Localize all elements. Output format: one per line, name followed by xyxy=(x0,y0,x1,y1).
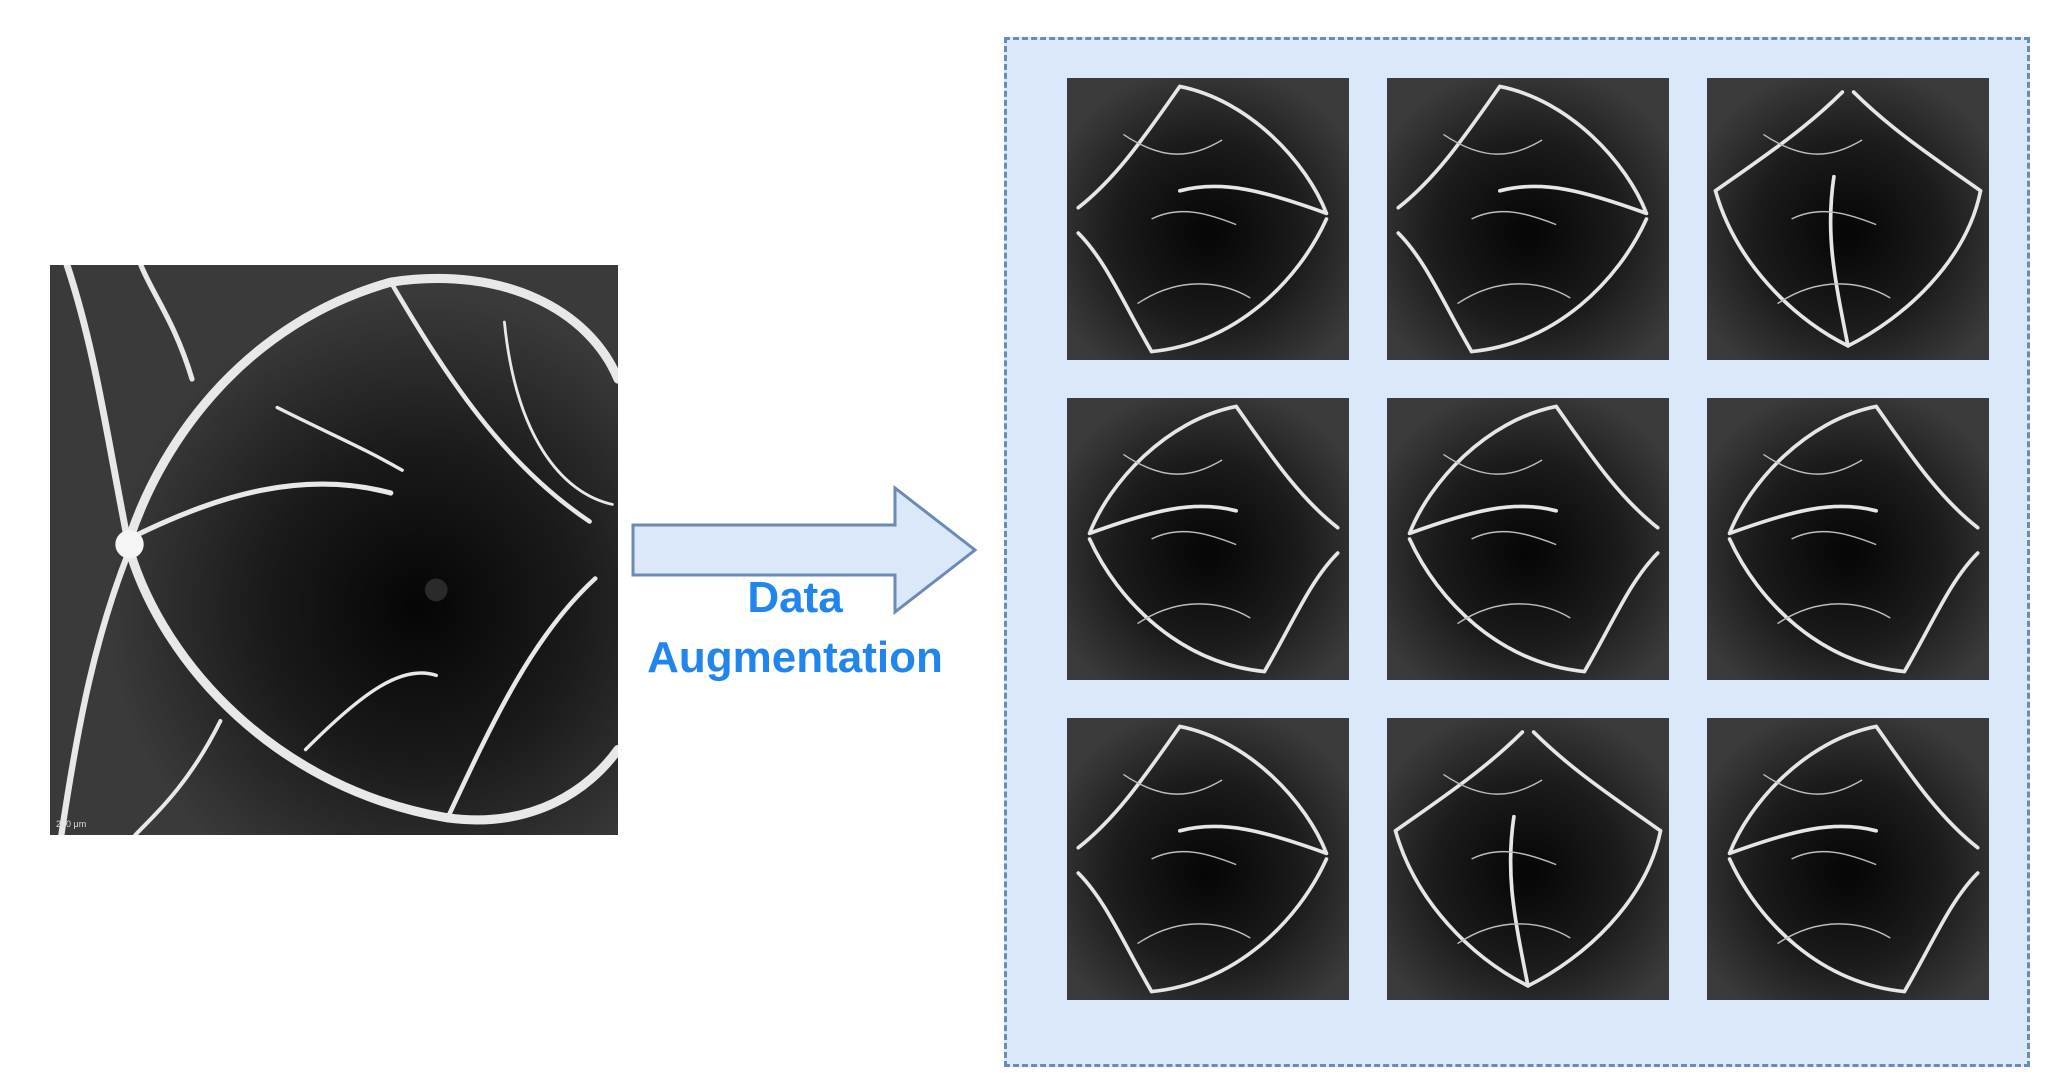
augmented-image-8 xyxy=(1387,718,1669,1000)
fundus-flipped-icon xyxy=(1387,78,1669,360)
diagram-label-line-1: Data xyxy=(747,573,843,622)
fundus-vessels-icon xyxy=(50,265,618,835)
augmented-images-panel xyxy=(1004,37,2030,1067)
augmented-image-6 xyxy=(1707,398,1989,680)
fundus-original-icon xyxy=(1707,398,1989,680)
augmented-image-9 xyxy=(1707,718,1989,1000)
fundus-original-icon xyxy=(1067,398,1349,680)
augmented-image-4 xyxy=(1067,398,1349,680)
augmented-image-1 xyxy=(1067,78,1349,360)
augmented-image-7 xyxy=(1067,718,1349,1000)
fundus-original-icon xyxy=(1387,398,1669,680)
augmentation-arrow xyxy=(630,485,980,615)
fundus-rotated-icon xyxy=(1387,718,1669,1000)
augmented-image-2 xyxy=(1387,78,1669,360)
augmented-image-5 xyxy=(1387,398,1669,680)
source-fundus-image: 200 μm xyxy=(50,265,618,835)
fundus-rotated-icon xyxy=(1707,78,1989,360)
fundus-flipped-icon xyxy=(1067,78,1349,360)
fundus-original-icon xyxy=(1707,718,1989,1000)
diagram-label-line-2: Augmentation xyxy=(647,633,943,682)
scale-bar-label: 200 μm xyxy=(56,819,87,829)
right-arrow-icon xyxy=(631,485,978,615)
augmented-image-3 xyxy=(1707,78,1989,360)
fundus-flipped-icon xyxy=(1067,718,1349,1000)
